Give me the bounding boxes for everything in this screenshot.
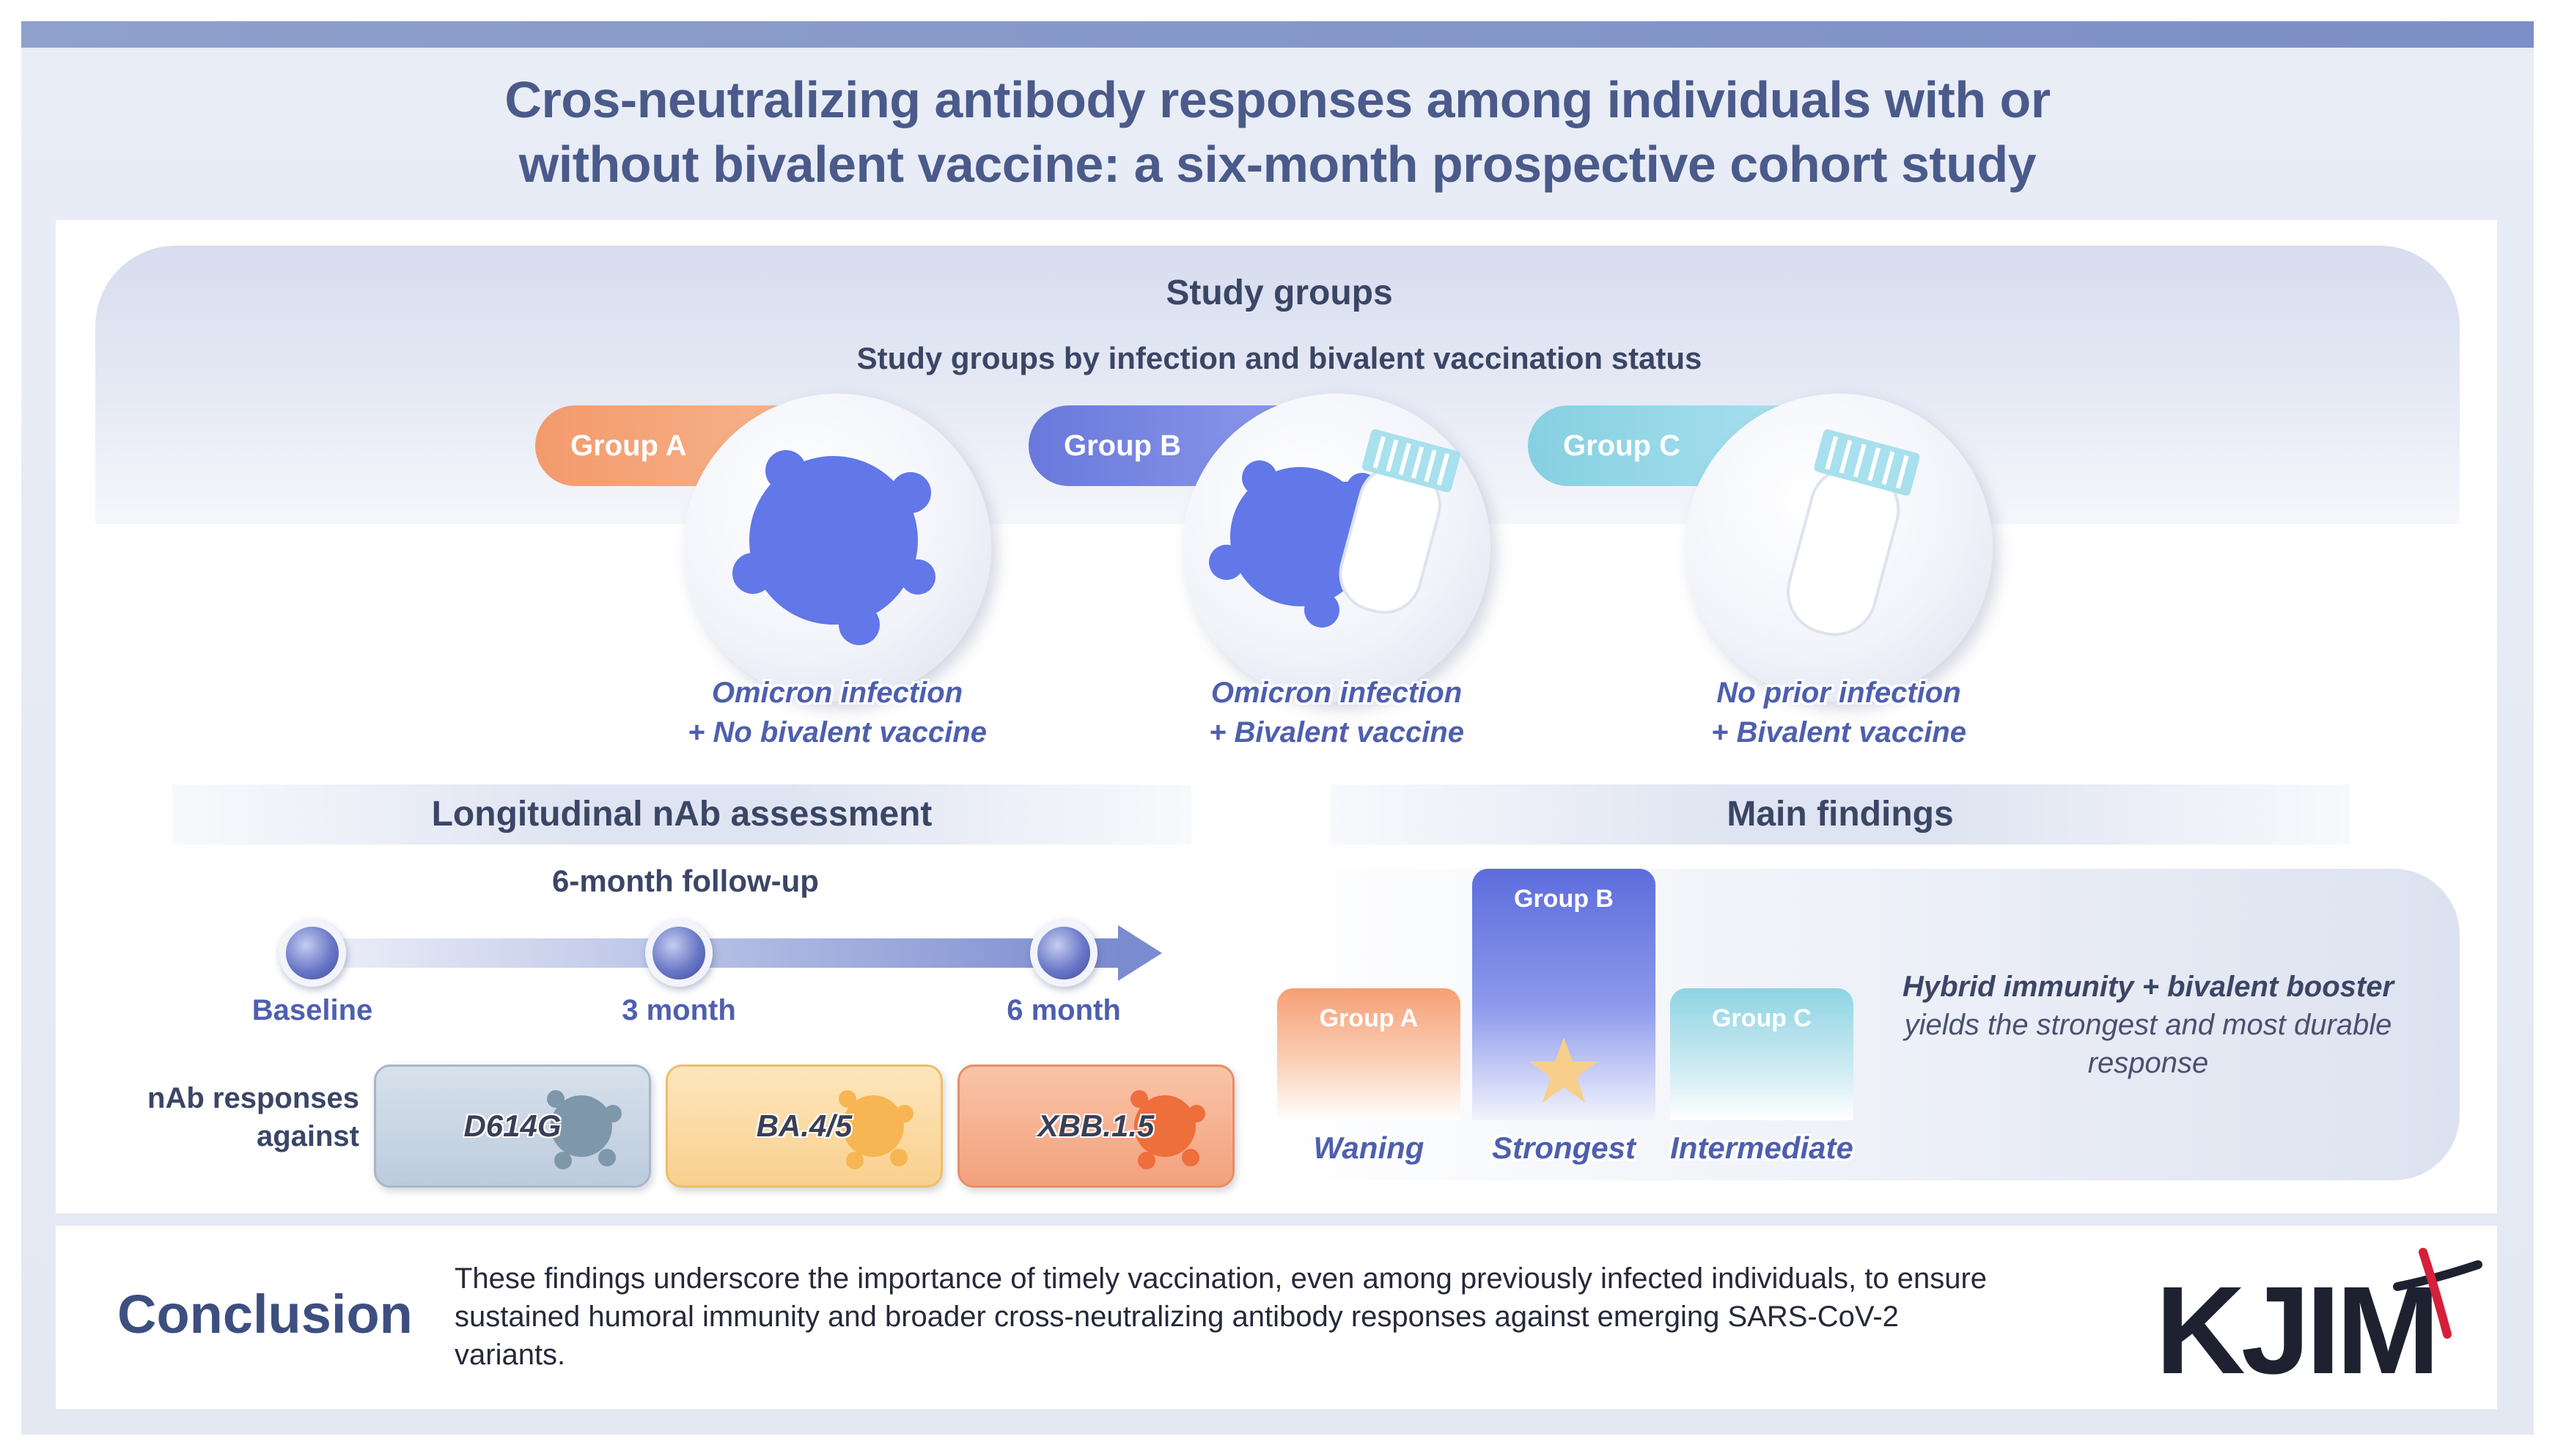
group-b-label-line2: + Bivalent vaccine: [1209, 716, 1464, 749]
top-accent-bar: [21, 21, 2534, 48]
variant-name-d614g: D614G: [463, 1108, 562, 1143]
virus-and-vaccine-vial-icon: [1209, 429, 1460, 628]
star-icon: [1529, 1037, 1598, 1103]
variant-card-d614g: D614G: [374, 1065, 651, 1188]
group-c-label: No prior infection + Bivalent vaccine: [1633, 673, 2044, 752]
finding-bar-group-a: Group A: [1277, 988, 1460, 1120]
page-title: Cros-neutralizing antibody responses amo…: [220, 67, 2335, 196]
group-a-label-line2: + No bivalent vaccine: [688, 716, 987, 749]
findings-background: [1265, 869, 2460, 1180]
finding-label-waning: Waning: [1313, 1130, 1424, 1165]
timeline-bar: [315, 938, 1122, 968]
group-b-label-line1: Omicron infection: [1210, 677, 1463, 709]
title-line-1: Cros-neutralizing antibody responses amo…: [504, 71, 2051, 128]
logo-cross-icon: [2393, 1248, 2482, 1339]
group-a-label-line1: Omicron infection: [711, 677, 963, 709]
timepoint-dot-3-month: [645, 919, 713, 987]
kjim-logo: KJIM: [2155, 1261, 2440, 1400]
timepoint-dot-6-month: [1030, 919, 1098, 987]
conclusion-text: These findings underscore the importance…: [455, 1262, 1988, 1371]
group-c-label-line1: No prior infection: [1716, 677, 1961, 709]
finding-label-intermediate: Intermediate: [1670, 1130, 1853, 1165]
virus-icon: [732, 450, 935, 645]
finding-bar-group-b-name: Group B: [1514, 885, 1614, 913]
study-groups-heading: Study groups: [1166, 273, 1393, 312]
responses-label-line1: nAb responses: [147, 1082, 359, 1114]
finding-label-strongest: Strongest: [1491, 1130, 1636, 1165]
variant-name-ba45: BA.4/5: [756, 1108, 853, 1143]
responses-label: nAb responses against: [110, 1079, 359, 1155]
group-c-label-line2: + Bivalent vaccine: [1711, 716, 1966, 749]
assessment-heading: Longitudinal nAb assessment: [431, 795, 933, 834]
variant-card-xbb15: XBB.1.5: [957, 1065, 1235, 1188]
finding-bar-group-b: Group B: [1472, 869, 1655, 1120]
finding-bar-group-c-name: Group C: [1712, 1004, 1812, 1032]
timepoint-label-baseline: Baseline: [251, 994, 373, 1026]
group-a-circle: [683, 394, 991, 702]
group-b-label: Omicron infection + Bivalent vaccine: [1131, 673, 1542, 752]
timepoint-label-3-month: 3 month: [622, 994, 736, 1026]
timepoint-label-6-month: 6 month: [1007, 994, 1121, 1026]
findings-heading: Main findings: [1727, 795, 1954, 834]
group-a-label: Omicron infection + No bivalent vaccine: [632, 673, 1043, 752]
takeaway-bold: Hybrid immunity + bivalent booster: [1902, 971, 2394, 1003]
group-b-circle: [1183, 394, 1490, 702]
virus-icon: [839, 1090, 913, 1169]
takeaway-rest: yields the strongest and most durable re…: [1904, 1009, 2392, 1079]
finding-bar-group-c: Group C: [1670, 988, 1853, 1120]
conclusion-heading: Conclusion: [117, 1284, 413, 1345]
variant-name-xbb15: XBB.1.5: [1037, 1108, 1155, 1143]
title-line-2: without bivalent vaccine: a six-month pr…: [518, 136, 2037, 193]
findings-takeaway: Hybrid immunity + bivalent booster yield…: [1873, 968, 2423, 1082]
conclusion-panel: [56, 1226, 2497, 1409]
variant-card-ba45: BA.4/5: [666, 1065, 943, 1188]
study-groups-subheading: Study groups by infection and bivalent v…: [856, 341, 1702, 375]
responses-label-line2: against: [256, 1120, 359, 1152]
findings-band: Main findings: [1331, 784, 2350, 845]
virus-icon: [547, 1090, 622, 1169]
vaccine-vial-icon: [1786, 429, 1920, 636]
virus-icon: [1131, 1090, 1205, 1169]
finding-bar-group-a-name: Group A: [1319, 1004, 1419, 1032]
timepoint-dot-baseline: [279, 919, 346, 987]
group-c-circle: [1685, 394, 1993, 702]
assessment-band: Longitudinal nAb assessment: [172, 784, 1191, 845]
followup-label: 6-month follow-up: [552, 864, 819, 898]
timeline-arrow-icon: [1118, 925, 1162, 981]
